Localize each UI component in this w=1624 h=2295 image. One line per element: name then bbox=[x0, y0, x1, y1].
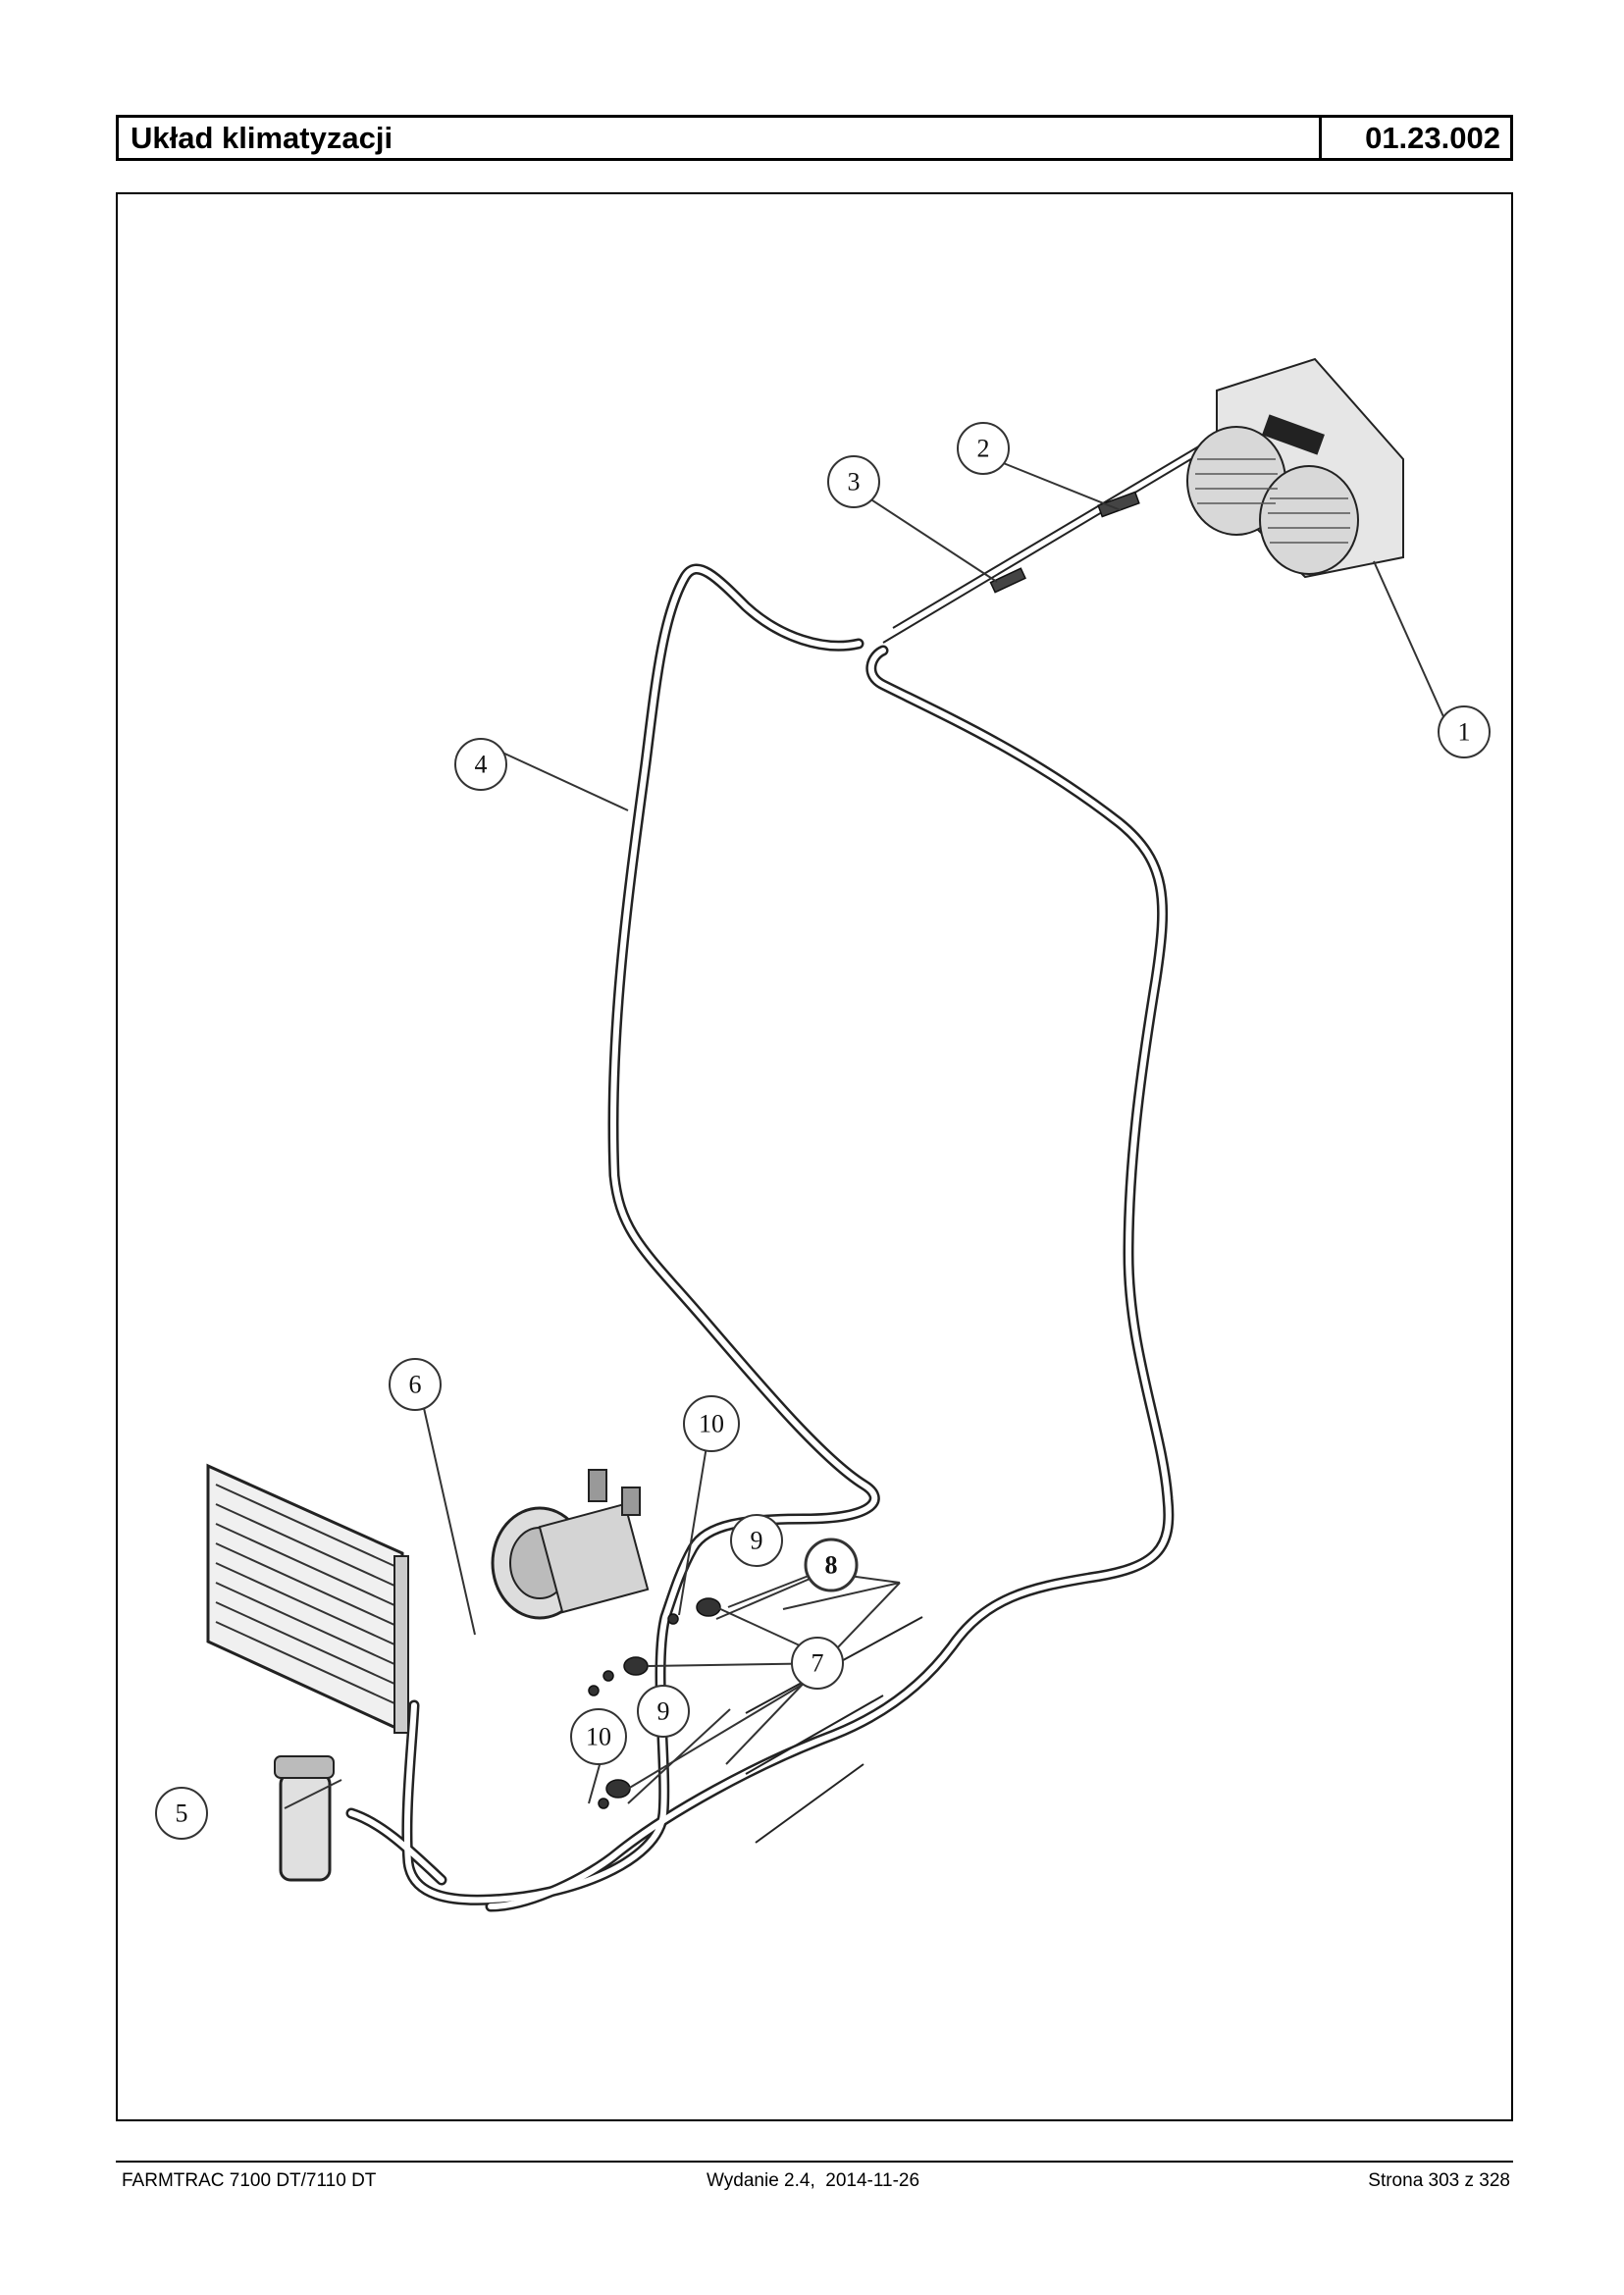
diagram-frame: 1 2 3 4 5 6 7 8 9 10 9 10 bbox=[116, 192, 1513, 2121]
footer-model: FARMTRAC 7100 DT/7110 DT bbox=[122, 2170, 377, 2191]
callout-8: 8 bbox=[804, 1538, 859, 1592]
callout-7: 7 bbox=[791, 1637, 844, 1690]
callout-6: 6 bbox=[389, 1358, 442, 1411]
page-title: Układ klimatyzacji bbox=[131, 121, 393, 155]
svg-text:10: 10 bbox=[586, 1723, 611, 1751]
footer-edition: Wydanie 2.4, 2014-11-26 bbox=[707, 2170, 920, 2191]
callout-2: 2 bbox=[957, 422, 1010, 475]
callout-3: 3 bbox=[827, 455, 880, 508]
svg-text:6: 6 bbox=[409, 1371, 422, 1399]
condenser bbox=[206, 1463, 409, 1734]
callout-labels: 1 2 3 4 5 6 7 8 9 10 9 10 bbox=[155, 422, 1491, 1840]
page-header: Układ klimatyzacji 01.23.002 bbox=[116, 115, 1513, 161]
svg-text:5: 5 bbox=[176, 1799, 188, 1828]
svg-text:9: 9 bbox=[751, 1527, 763, 1555]
svg-text:8: 8 bbox=[825, 1551, 838, 1580]
svg-text:3: 3 bbox=[848, 468, 861, 496]
callout-9-lower: 9 bbox=[637, 1685, 690, 1738]
callout-5: 5 bbox=[155, 1787, 208, 1840]
svg-text:4: 4 bbox=[475, 751, 488, 779]
callout-1: 1 bbox=[1438, 705, 1491, 758]
receiver-drier bbox=[274, 1755, 335, 1882]
footer-page-number: Strona 303 z 328 bbox=[1368, 2170, 1510, 2191]
svg-text:7: 7 bbox=[812, 1649, 824, 1678]
callout-9-upper: 9 bbox=[730, 1514, 783, 1567]
evaporator-unit bbox=[1186, 357, 1404, 579]
svg-text:10: 10 bbox=[699, 1410, 724, 1438]
compressor bbox=[491, 1469, 650, 1620]
air-conditioning-diagram: 1 2 3 4 5 6 7 8 9 10 9 10 bbox=[155, 357, 1491, 1912]
svg-text:2: 2 bbox=[977, 435, 990, 463]
callout-10-lower: 10 bbox=[570, 1708, 627, 1765]
callout-4: 4 bbox=[454, 738, 507, 791]
fitting-3 bbox=[989, 567, 1026, 594]
svg-text:9: 9 bbox=[657, 1697, 670, 1726]
document-code: 01.23.002 bbox=[1319, 118, 1510, 158]
footer-divider bbox=[116, 2161, 1513, 2163]
svg-text:1: 1 bbox=[1458, 718, 1471, 747]
callout-10-upper: 10 bbox=[683, 1395, 740, 1452]
